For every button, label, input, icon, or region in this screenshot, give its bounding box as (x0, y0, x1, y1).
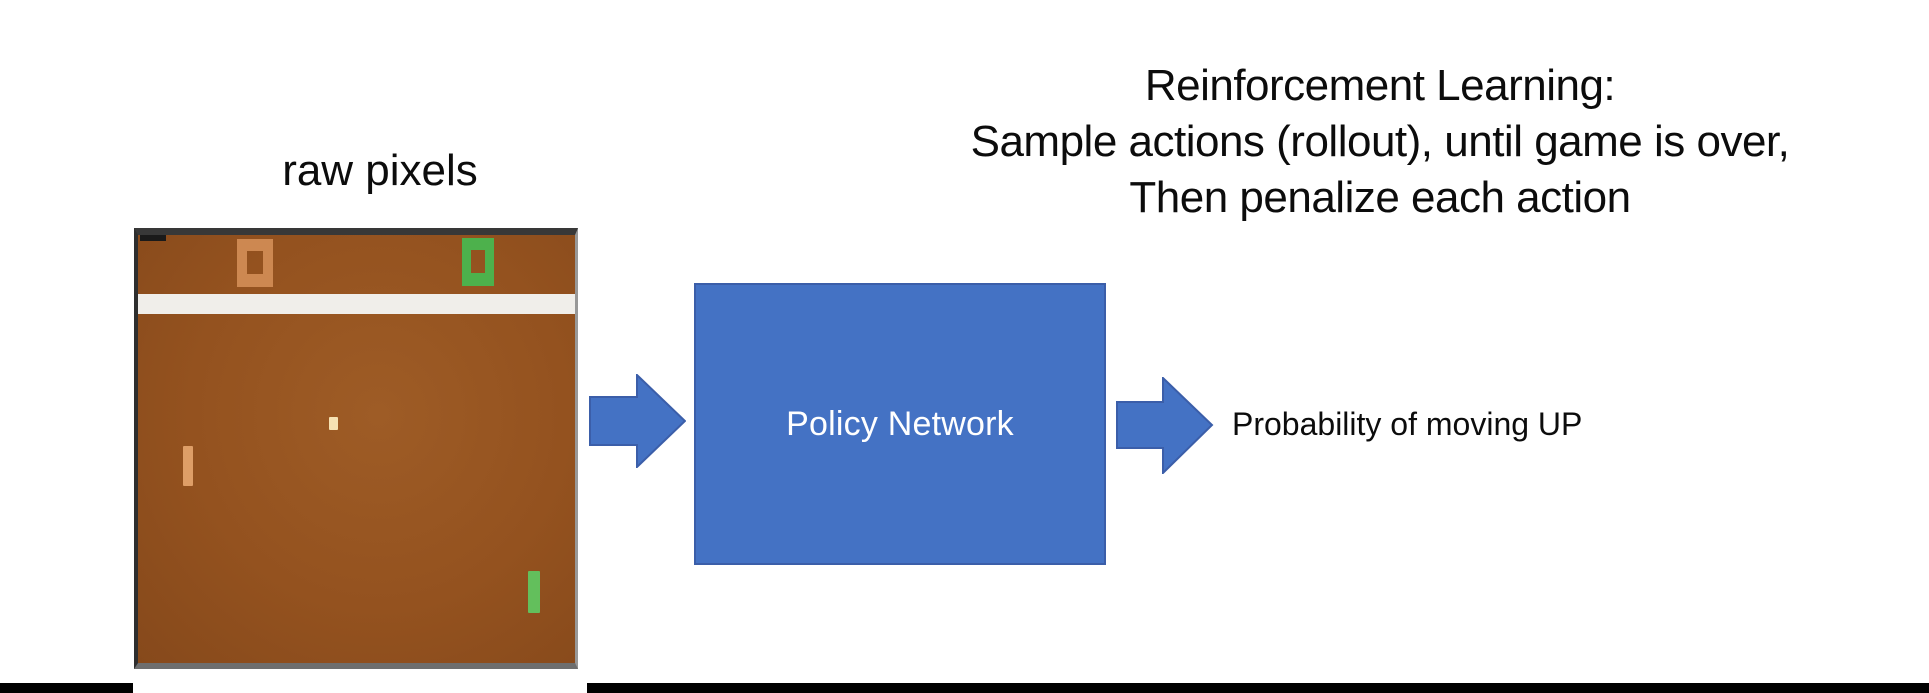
score-right-zero (462, 238, 494, 286)
footer-bar-right (587, 683, 1929, 693)
screen-corner-notch (140, 235, 166, 241)
title-line-3: Then penalize each action (1129, 173, 1631, 222)
title-line-2: Sample actions (rollout), until game is … (970, 117, 1790, 166)
footer-bar-left (0, 683, 133, 693)
score-left-zero (237, 239, 273, 287)
pong-ball (329, 417, 338, 430)
title-line-1: Reinforcement Learning: (1144, 61, 1616, 110)
pong-paddle-left (183, 446, 193, 486)
pong-game-screenshot (134, 228, 578, 669)
arrow-right-icon (1116, 377, 1214, 474)
pong-paddle-right (528, 571, 540, 613)
slide-title: Reinforcement Learning: Sample actions (… (830, 58, 1929, 226)
raw-pixels-label: raw pixels (282, 146, 478, 195)
policy-network-label: Policy Network (786, 404, 1014, 443)
policy-network-box: Policy Network (694, 283, 1106, 565)
output-probability-label: Probability of moving UP (1232, 406, 1583, 442)
arrow-right-icon (589, 374, 686, 468)
pong-top-wall (138, 294, 575, 314)
